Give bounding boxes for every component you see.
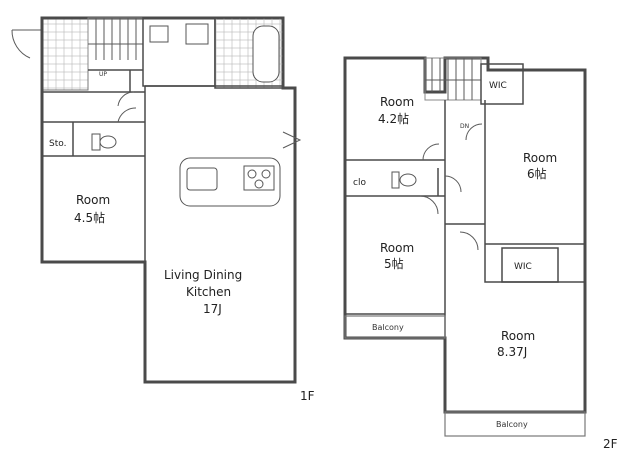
- room-2f-w-name: Room: [380, 241, 414, 255]
- ldk-window-door: [282, 131, 302, 149]
- hall-door: [117, 91, 135, 107]
- entrance-porch: [41, 17, 89, 91]
- washing-machine: [185, 23, 209, 45]
- toilet-2f-bowl: [399, 173, 417, 187]
- room-ne-door: [465, 123, 483, 141]
- toilet-2f-door: [444, 175, 462, 193]
- room-2f-nw-name: Room: [380, 95, 414, 109]
- floor-2-interior-walls: [345, 100, 585, 338]
- room-2f-se-name: Room: [501, 329, 535, 343]
- stove-burner: [247, 169, 257, 179]
- wash-basin: [149, 25, 169, 43]
- room-2f-ne-size: 6帖: [527, 166, 547, 181]
- stair-up-label: UP: [99, 71, 107, 78]
- floor-1-label: 1F: [300, 389, 315, 403]
- toilet-1f-tank: [91, 133, 101, 151]
- balcony-west: [344, 315, 446, 339]
- wic-top: [480, 63, 524, 105]
- stair-dn-label: DN: [460, 123, 469, 130]
- ldk-name-line2: Kitchen: [186, 285, 231, 299]
- wic-mid: [501, 247, 559, 283]
- floor-1-interior-walls: [42, 69, 283, 262]
- toilet-1f-bowl: [99, 135, 117, 149]
- ldk-name-line1: Living Dining: [164, 268, 242, 282]
- toilet-2f-tank: [391, 171, 400, 189]
- room-2f-nw-size: 4.2帖: [378, 111, 409, 126]
- room-2f-w-size: 5帖: [384, 256, 404, 271]
- balcony-south: [444, 411, 586, 437]
- balcony-south-label: Balcony: [496, 420, 528, 429]
- wic-mid-label: WIC: [514, 262, 532, 272]
- stair-1f-steps: [88, 18, 143, 60]
- balcony-west-label: Balcony: [372, 323, 404, 332]
- room-w-door: [419, 195, 439, 215]
- floor-2-label: 2F: [603, 437, 618, 451]
- floor-1-plan: UP Sto. Room 4.5帖 Living Dining Kitchen …: [11, 16, 315, 403]
- storage-label: Sto.: [49, 139, 66, 149]
- stair-2f: [424, 57, 482, 101]
- room-2f-se-size: 8.37J: [497, 345, 527, 359]
- kitchen-sink: [186, 167, 218, 191]
- closet-label: clo: [353, 178, 366, 188]
- stair-2f-steps: [425, 58, 481, 100]
- room-se-door: [459, 231, 479, 251]
- stove-burner: [254, 179, 264, 189]
- stove-burner: [261, 169, 271, 179]
- toilet-1f-door: [117, 107, 137, 123]
- room-1f-west-name: Room: [76, 193, 110, 207]
- room-nw-door: [422, 143, 440, 161]
- entrance-door: [11, 29, 42, 59]
- room-1f-west-size: 4.5帖: [74, 210, 105, 225]
- room-2f-ne-name: Room: [523, 151, 557, 165]
- wic-top-label: WIC: [489, 81, 507, 91]
- bathtub: [252, 25, 280, 83]
- ldk-size: 17J: [203, 302, 222, 316]
- floor-2-plan: DN WIC clo Room 4.2帖 Room 6帖 Room 5帖 WIC…: [343, 56, 618, 451]
